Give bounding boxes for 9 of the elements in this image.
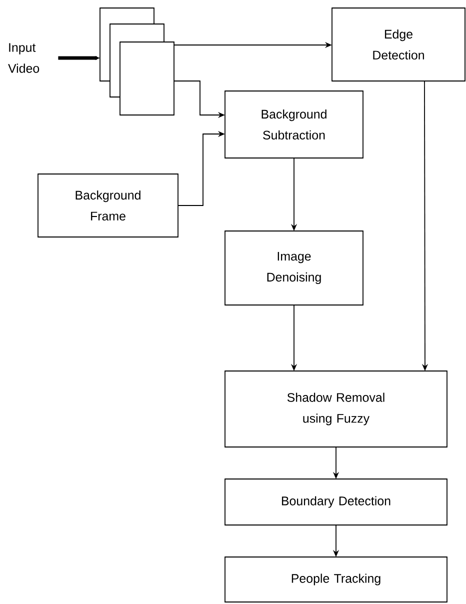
process-box: Background Subtraction <box>224 90 364 158</box>
process-box: Background Frame <box>38 174 178 238</box>
process-box: Edge Detection <box>332 8 466 82</box>
process-box: Shadow Removal using Fuzzy <box>224 370 448 448</box>
input-label: Input Video <box>8 43 40 73</box>
process-box: People Tracking <box>224 556 448 602</box>
video-frame <box>120 42 174 116</box>
process-box: Image Denoising <box>224 230 364 306</box>
process-box: Boundary Detection <box>224 478 448 526</box>
